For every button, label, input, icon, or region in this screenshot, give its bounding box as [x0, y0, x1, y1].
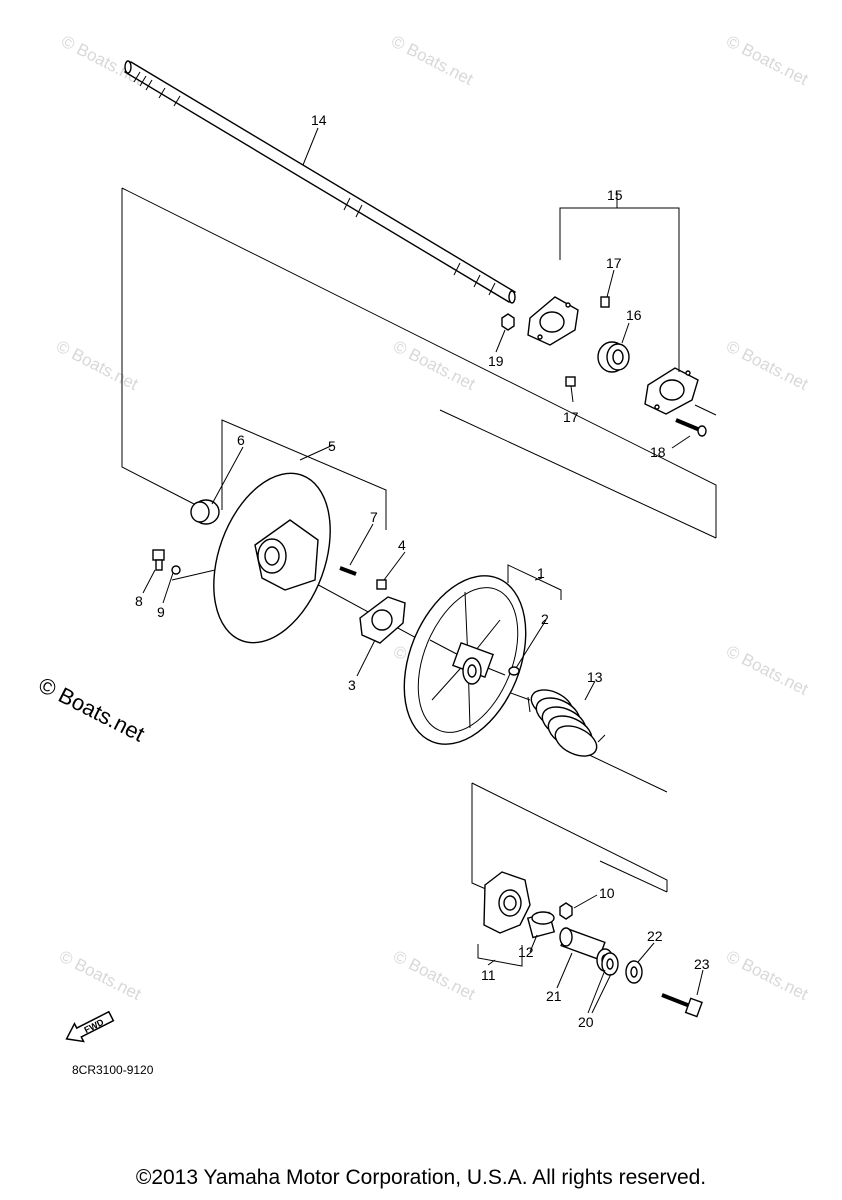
part-label: 8 — [135, 593, 143, 609]
watermark: © Boats.net — [723, 32, 811, 89]
watermark: © Boats.net — [723, 337, 811, 394]
part-label: 2 — [541, 611, 549, 627]
collar — [190, 499, 220, 525]
set-screw — [565, 376, 576, 387]
part-label: 21 — [546, 988, 562, 1004]
watermark: © Boats.net — [53, 337, 141, 394]
part-label: 19 — [488, 353, 504, 369]
bolt — [661, 993, 703, 1018]
watermark: © Boats.net — [723, 947, 811, 1004]
part-label: 22 — [647, 928, 663, 944]
watermark: © Boats.net — [723, 642, 811, 699]
part-label: 13 — [587, 669, 603, 685]
cam — [483, 871, 531, 934]
bolt — [376, 579, 387, 590]
stud-bolt — [339, 566, 357, 576]
part-label: 5 — [328, 438, 336, 454]
forward-arrow-icon: FWD — [65, 1010, 115, 1043]
bearing — [597, 341, 630, 373]
bolt — [675, 418, 707, 437]
washer — [171, 565, 181, 575]
watermark: © Boats.net — [388, 32, 476, 89]
washer — [625, 960, 643, 984]
part-label: 17 — [606, 255, 622, 271]
part-labels: 14 15 17 16 19 17 18 6 5 7 4 1 8 9 2 3 1… — [135, 112, 710, 1030]
part-label: 12 — [518, 944, 534, 960]
gasket — [359, 596, 406, 644]
set-screw — [600, 296, 610, 308]
part-label: 20 — [578, 1014, 594, 1030]
part-label: 7 — [370, 509, 378, 525]
fixed-sheave — [213, 472, 331, 644]
part-label: 1 — [537, 565, 545, 581]
nut — [559, 902, 573, 920]
part-label: 23 — [694, 956, 710, 972]
part-label: 16 — [626, 307, 642, 323]
part-label: 9 — [157, 604, 165, 620]
watermark: © Boats.net — [58, 32, 146, 89]
assembly-frame-lines — [121, 187, 717, 893]
part-label: 6 — [237, 432, 245, 448]
watermark: © Boats.net — [390, 337, 478, 394]
watermarks: © Boats.net © Boats.net © Boats.net © Bo… — [53, 32, 811, 1004]
part-label: 10 — [599, 885, 615, 901]
bearing-housing-right — [644, 367, 699, 415]
watermark: © Boats.net — [390, 947, 478, 1004]
part-label: 15 — [607, 187, 623, 203]
copyright-notice: ©2013 Yamaha Motor Corporation, U.S.A. A… — [135, 1166, 707, 1189]
bolt — [152, 549, 165, 571]
part-label: 3 — [348, 677, 356, 693]
leader-lines — [142, 127, 704, 1014]
movable-sheave — [403, 575, 527, 745]
drive-shaft — [124, 60, 516, 304]
diagram-code: 8CR3100-9120 — [72, 1063, 154, 1077]
part-label: 17 — [563, 409, 579, 425]
bushing — [526, 911, 556, 939]
part-label: 18 — [650, 444, 666, 460]
spring — [527, 689, 606, 757]
watermark: © Boats.net — [56, 947, 144, 1004]
nut — [501, 313, 515, 331]
part-label: 11 — [481, 967, 496, 983]
part-label: 14 — [311, 112, 327, 128]
part-label: 4 — [398, 537, 406, 553]
screw — [508, 666, 520, 676]
bearing-housing-left — [527, 296, 579, 346]
